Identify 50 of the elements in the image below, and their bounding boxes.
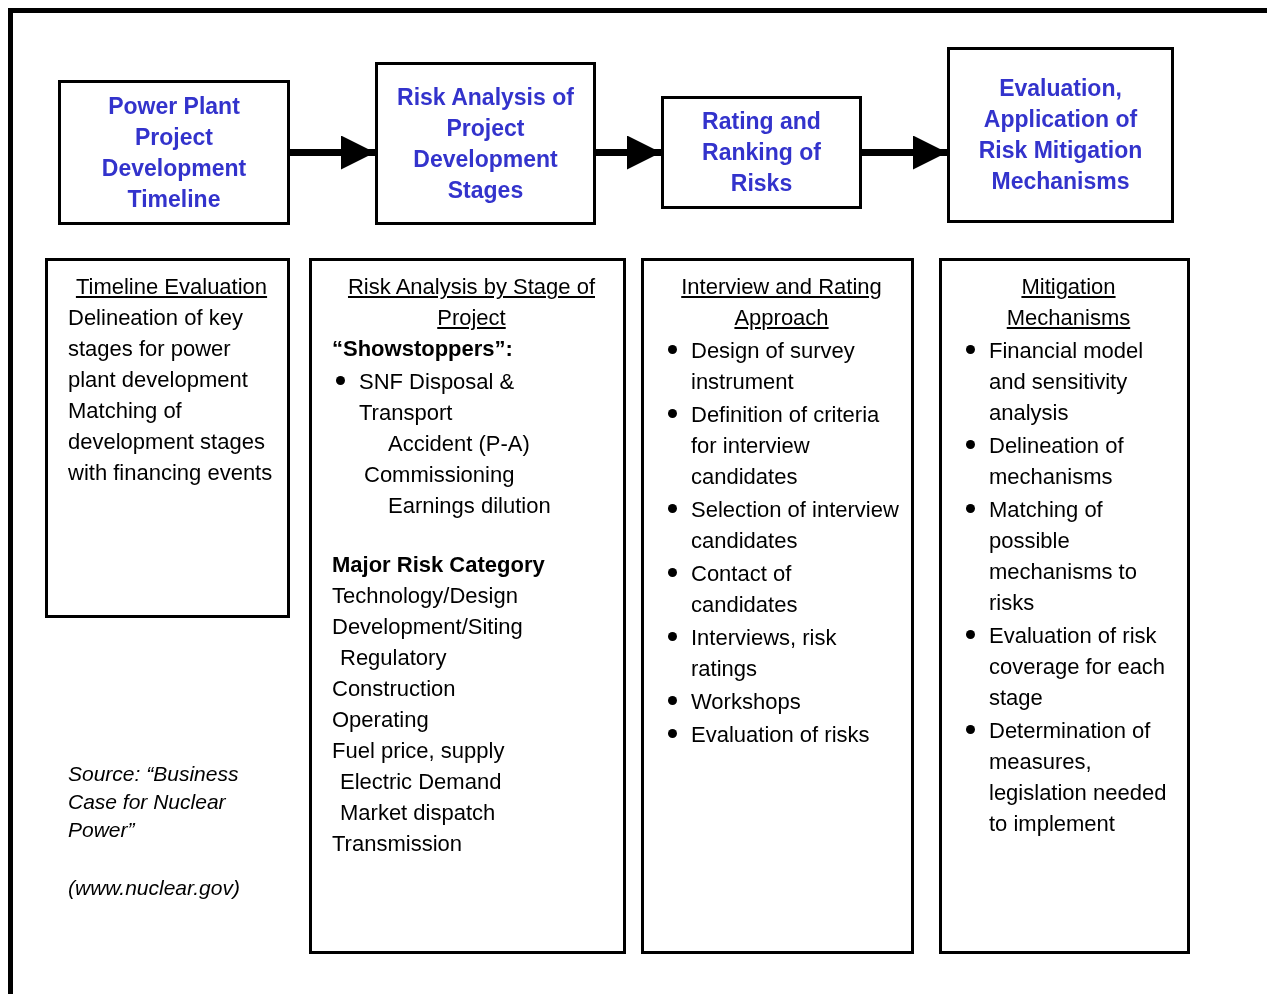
list-item: Operating [332, 706, 430, 734]
list-item: Transmission [332, 830, 463, 858]
list-item: Accident (P-A) [387, 430, 531, 458]
process-box [58, 80, 290, 225]
box-title: Rating and Ranking of Risks [701, 107, 822, 198]
list-item: Selection of interview candidates [691, 496, 899, 555]
process-box [661, 96, 862, 209]
list-item: Evaluation of risk coverage for each stage [989, 622, 1167, 712]
list-item: Earnings dilution [387, 492, 552, 520]
list-item: Construction [332, 675, 457, 703]
subheading: Major Risk Category [332, 551, 546, 579]
list-item: Market dispatch [339, 799, 497, 827]
list-item: Development/Siting [332, 613, 524, 641]
list-item: Fuel price, supply [332, 737, 506, 765]
text-panel [309, 258, 626, 954]
box-title: Power Plant Project Development Timeline [100, 91, 248, 214]
arrow [596, 135, 661, 170]
source-note: Source: “Business Case for Nuclear Power” [68, 761, 240, 843]
panel-heading: Interview and Rating Approach [680, 273, 883, 332]
list-item: Electric Demand [339, 768, 503, 796]
list-item: Matching of development stages with financing events [68, 397, 274, 487]
list-item: Financial model and sensitivity analysis [989, 337, 1145, 427]
list-item: Delineation of mechanisms [989, 432, 1125, 491]
panel-heading: Risk Analysis by Stage of Project [347, 273, 596, 332]
list-item: Regulatory [339, 644, 448, 672]
box-title: Evaluation, Application of Risk Mitigation Mechanisms [977, 74, 1144, 196]
list-item: Contact of candidates [691, 560, 799, 619]
list-item: Delineation of key stages for power plant development [68, 304, 249, 394]
panel-heading: Mitigation Mechanisms [1005, 273, 1132, 332]
process-box [375, 62, 596, 225]
arrow [290, 135, 375, 170]
text-panel [641, 258, 914, 954]
process-box [947, 47, 1174, 223]
subheading: “Showstoppers”: [332, 335, 514, 363]
list-item: Evaluation of risks [691, 721, 870, 749]
list-item: Technology/Design [332, 582, 519, 610]
panel-heading: Timeline Evaluation [74, 273, 269, 301]
list-item: Interviews, risk ratings [691, 624, 838, 683]
list-item: Determination of measures, legislation needed to implement [989, 717, 1168, 838]
list-item: SNF Disposal & Transport [359, 368, 516, 427]
list-item: Workshops [691, 688, 801, 716]
list-item: Design of survey instrument [691, 337, 856, 396]
box-title: Risk Analysis of Project Development Stages [396, 82, 575, 205]
text-panel [45, 258, 290, 618]
list-item: Matching of possible mechanisms to risks [989, 496, 1138, 617]
list-item: Definition of criteria for interview candidates [691, 401, 881, 491]
text-panel [939, 258, 1190, 954]
source-note: (www.nuclear.gov) [68, 875, 241, 901]
list-item: Commissioning [363, 461, 516, 489]
arrow [862, 135, 947, 170]
